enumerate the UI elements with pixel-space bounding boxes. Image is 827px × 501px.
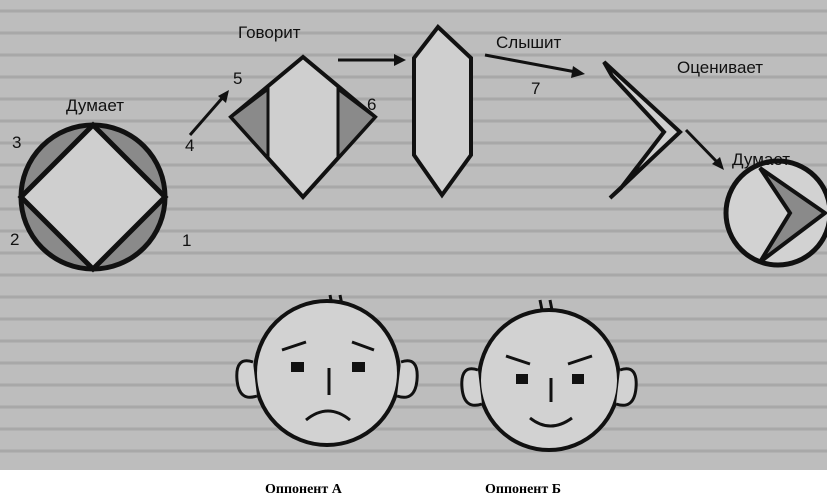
arrow-4 [188, 90, 229, 136]
label-thinks-b: Думает [732, 150, 791, 169]
step-number-6: 6 [367, 95, 377, 114]
communication-diagram [17, 24, 827, 452]
step-number-7: 7 [531, 79, 541, 98]
caption-opponent-b: Оппонент Б [485, 482, 562, 497]
opponent-b-face [460, 299, 638, 452]
caption-opponent-a: Оппонент А [265, 482, 342, 497]
arrow-evaluate [684, 128, 724, 170]
opponent-a-face [235, 294, 419, 447]
chevron-shape [602, 60, 683, 200]
think-circle-final-shape [723, 158, 827, 268]
speak-diamond-shape [228, 54, 378, 200]
think-circle-shape [17, 121, 169, 273]
arrow-7 [484, 53, 585, 78]
step-number-2: 2 [10, 230, 20, 249]
label-evaluates: Оценивает [677, 58, 764, 77]
step-number-4: 4 [185, 136, 195, 155]
step-number-1: 1 [182, 231, 192, 250]
step-number-3: 3 [12, 133, 22, 152]
arrow-6 [338, 54, 406, 66]
label-thinks-a: Думает [66, 96, 125, 115]
label-speaks: Говорит [238, 23, 301, 42]
label-hears: Слышит [496, 33, 562, 52]
step-number-5: 5 [233, 69, 243, 88]
hexagon-shape [412, 24, 473, 199]
figure: Говорит Слышит Оценивает Думает Думает 3… [0, 0, 827, 470]
